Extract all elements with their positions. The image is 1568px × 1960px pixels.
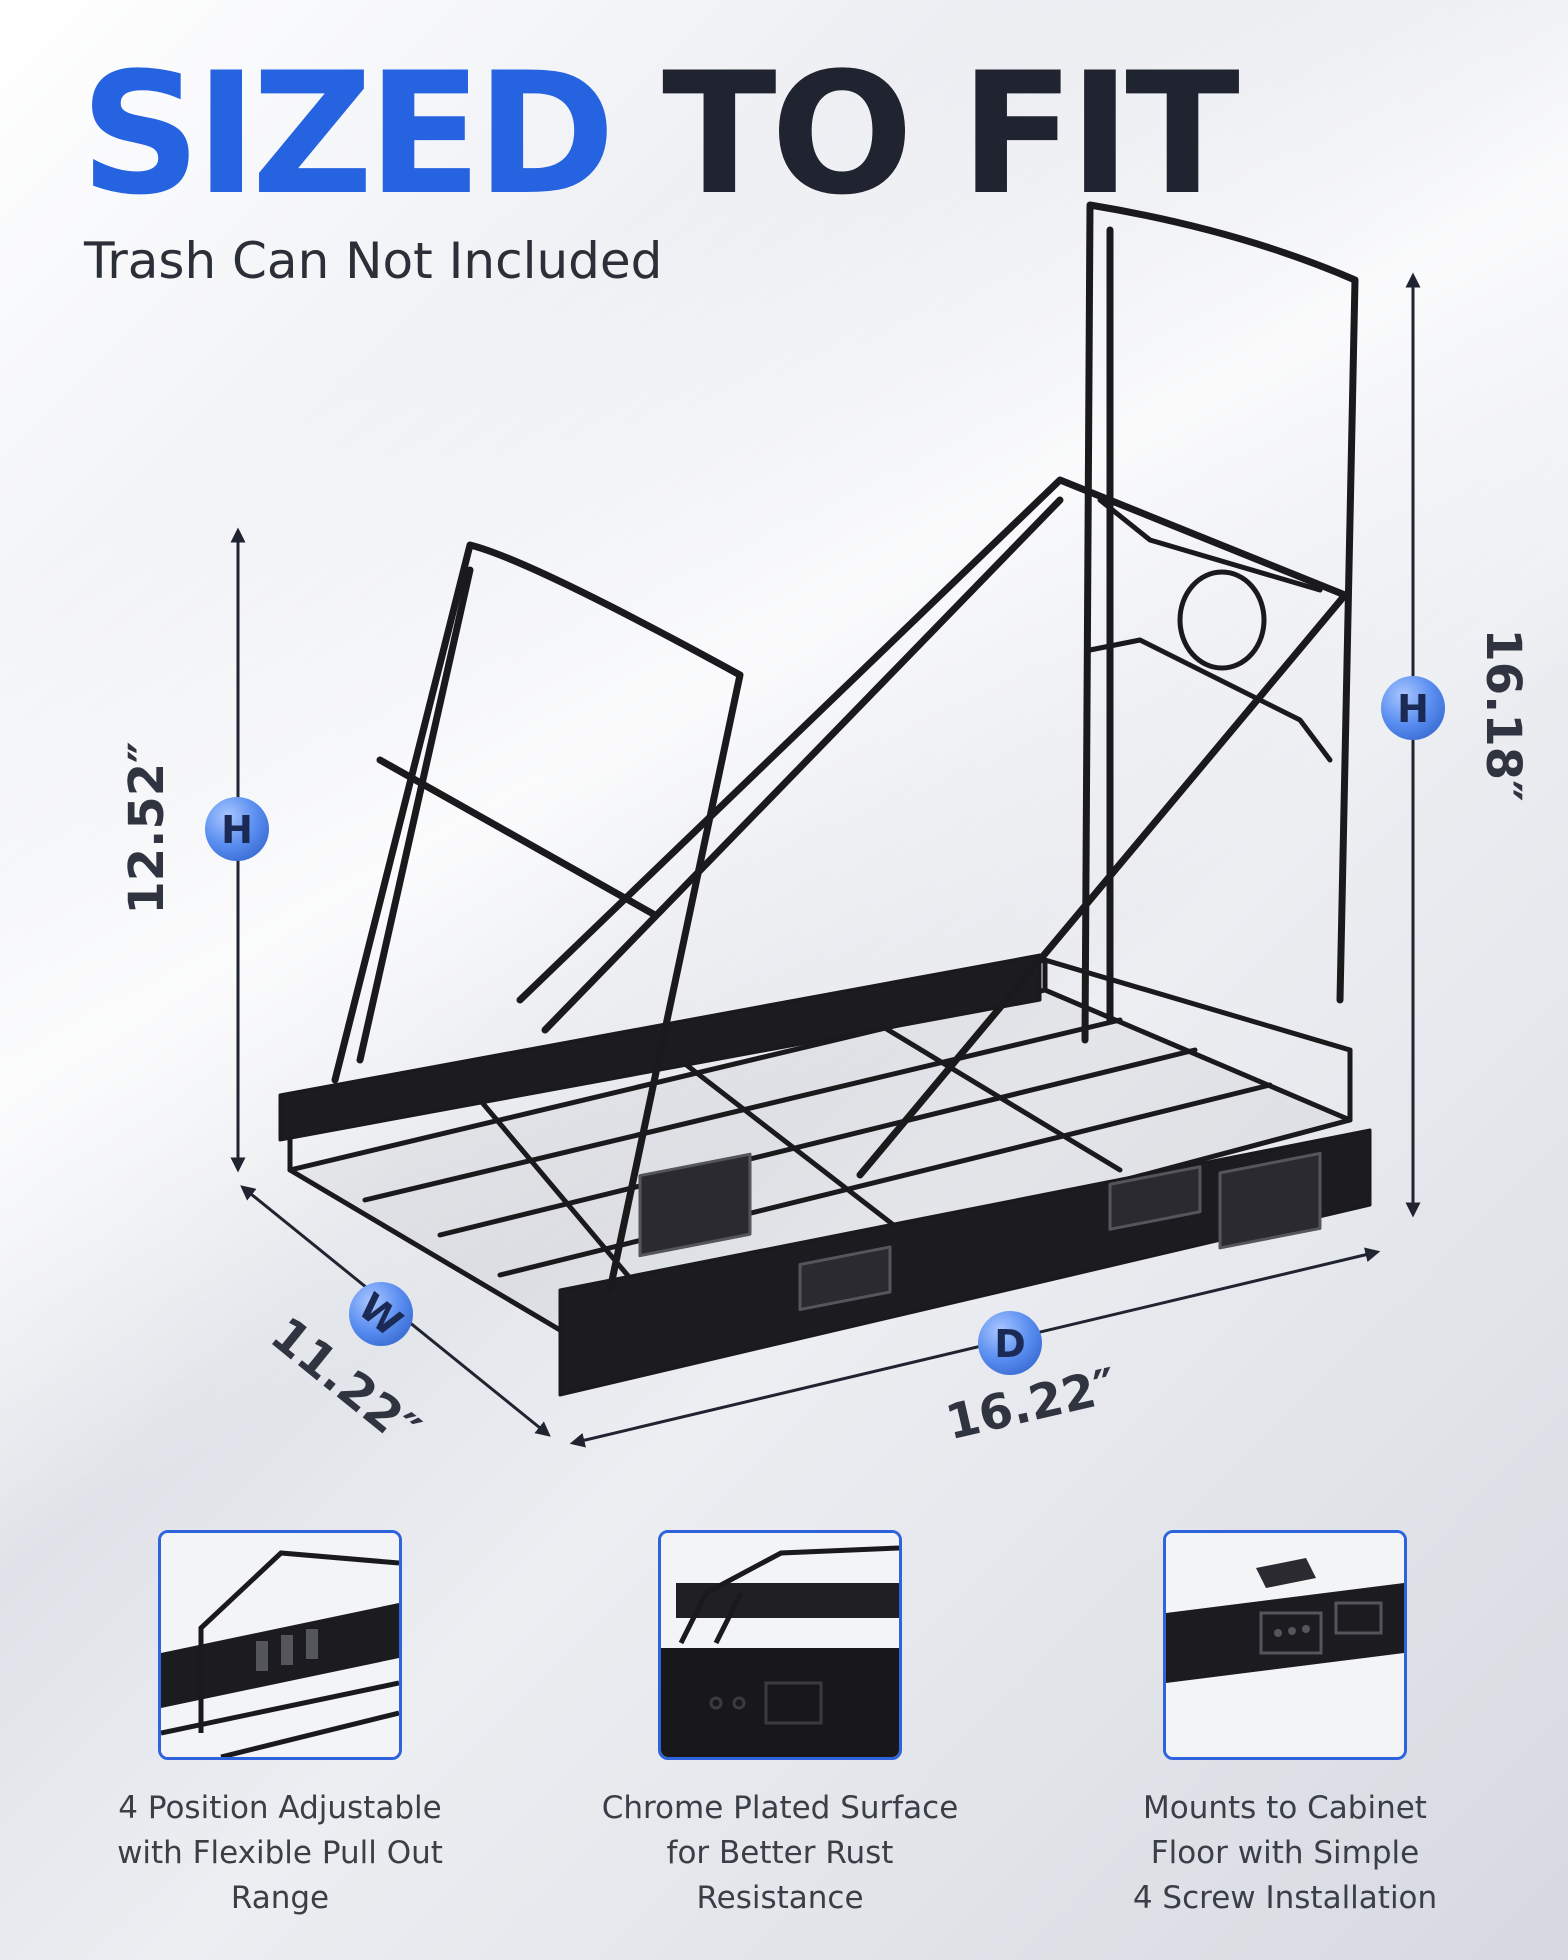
back-height-badge: H	[1381, 676, 1445, 740]
svg-text:H: H	[1397, 687, 1429, 731]
mounting-bracket-detail-icon	[1163, 1530, 1407, 1760]
page-title: SIZED TO FIT	[80, 50, 1240, 218]
depth-value: 16.22″	[941, 1358, 1122, 1452]
chrome-surface-detail-icon	[658, 1530, 902, 1760]
page-subtitle: Trash Can Not Included	[84, 232, 663, 290]
feature-caption: Mounts to Cabinet Floor with Simple 4 Sc…	[1132, 1790, 1438, 1916]
title-rest: TO FIT	[662, 36, 1240, 232]
width-badge: W	[349, 1282, 413, 1346]
title-highlight: SIZED	[80, 36, 616, 232]
feature-adjustable: 4 Position Adjustable with Flexible Pull…	[90, 1530, 470, 1921]
front-height-value: 12.52″	[119, 741, 175, 914]
svg-text:H: H	[221, 808, 253, 852]
front-height-badge: H	[205, 797, 269, 861]
feature-caption: Chrome Plated Surface for Better Rust Re…	[601, 1790, 959, 1916]
depth-dimension	[569, 1247, 1381, 1448]
feature-caption: 4 Position Adjustable with Flexible Pull…	[117, 1790, 443, 1916]
feature-chrome: Chrome Plated Surface for Better Rust Re…	[590, 1530, 970, 1921]
depth-badge: D	[978, 1311, 1042, 1375]
feature-mounting: Mounts to Cabinet Floor with Simple 4 Sc…	[1095, 1530, 1475, 1921]
pull-out-rack-illustration	[278, 201, 1372, 1397]
back-height-value: 16.18″	[1475, 628, 1531, 801]
slide-rail-detail-icon	[158, 1530, 402, 1760]
svg-text:D: D	[994, 1322, 1026, 1366]
